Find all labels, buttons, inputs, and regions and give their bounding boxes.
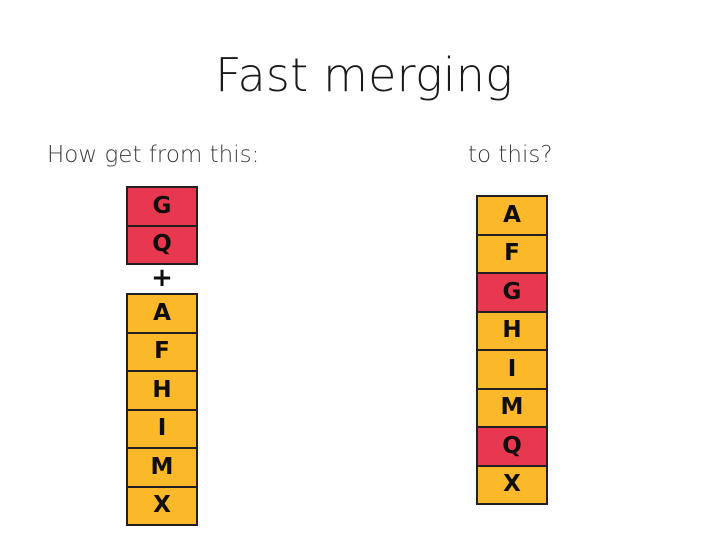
plus-operator: + <box>151 263 173 293</box>
block-A: A <box>126 293 198 334</box>
block-I: I <box>126 408 198 449</box>
block-Q: Q <box>126 224 198 265</box>
block-H: H <box>126 370 198 411</box>
block-G: G <box>476 272 548 313</box>
block-I: I <box>476 349 548 390</box>
page-title: Fast merging <box>215 48 513 102</box>
caption-source: How get from this: <box>47 142 260 168</box>
block-F: F <box>476 233 548 274</box>
block-A: A <box>476 195 548 236</box>
block-M: M <box>126 447 198 488</box>
caption-target: to this? <box>468 142 553 168</box>
block-G: G <box>126 186 198 227</box>
block-X: X <box>126 485 198 526</box>
block-M: M <box>476 387 548 428</box>
block-X: X <box>476 464 548 505</box>
block-F: F <box>126 331 198 372</box>
block-Q: Q <box>476 426 548 467</box>
block-H: H <box>476 310 548 351</box>
